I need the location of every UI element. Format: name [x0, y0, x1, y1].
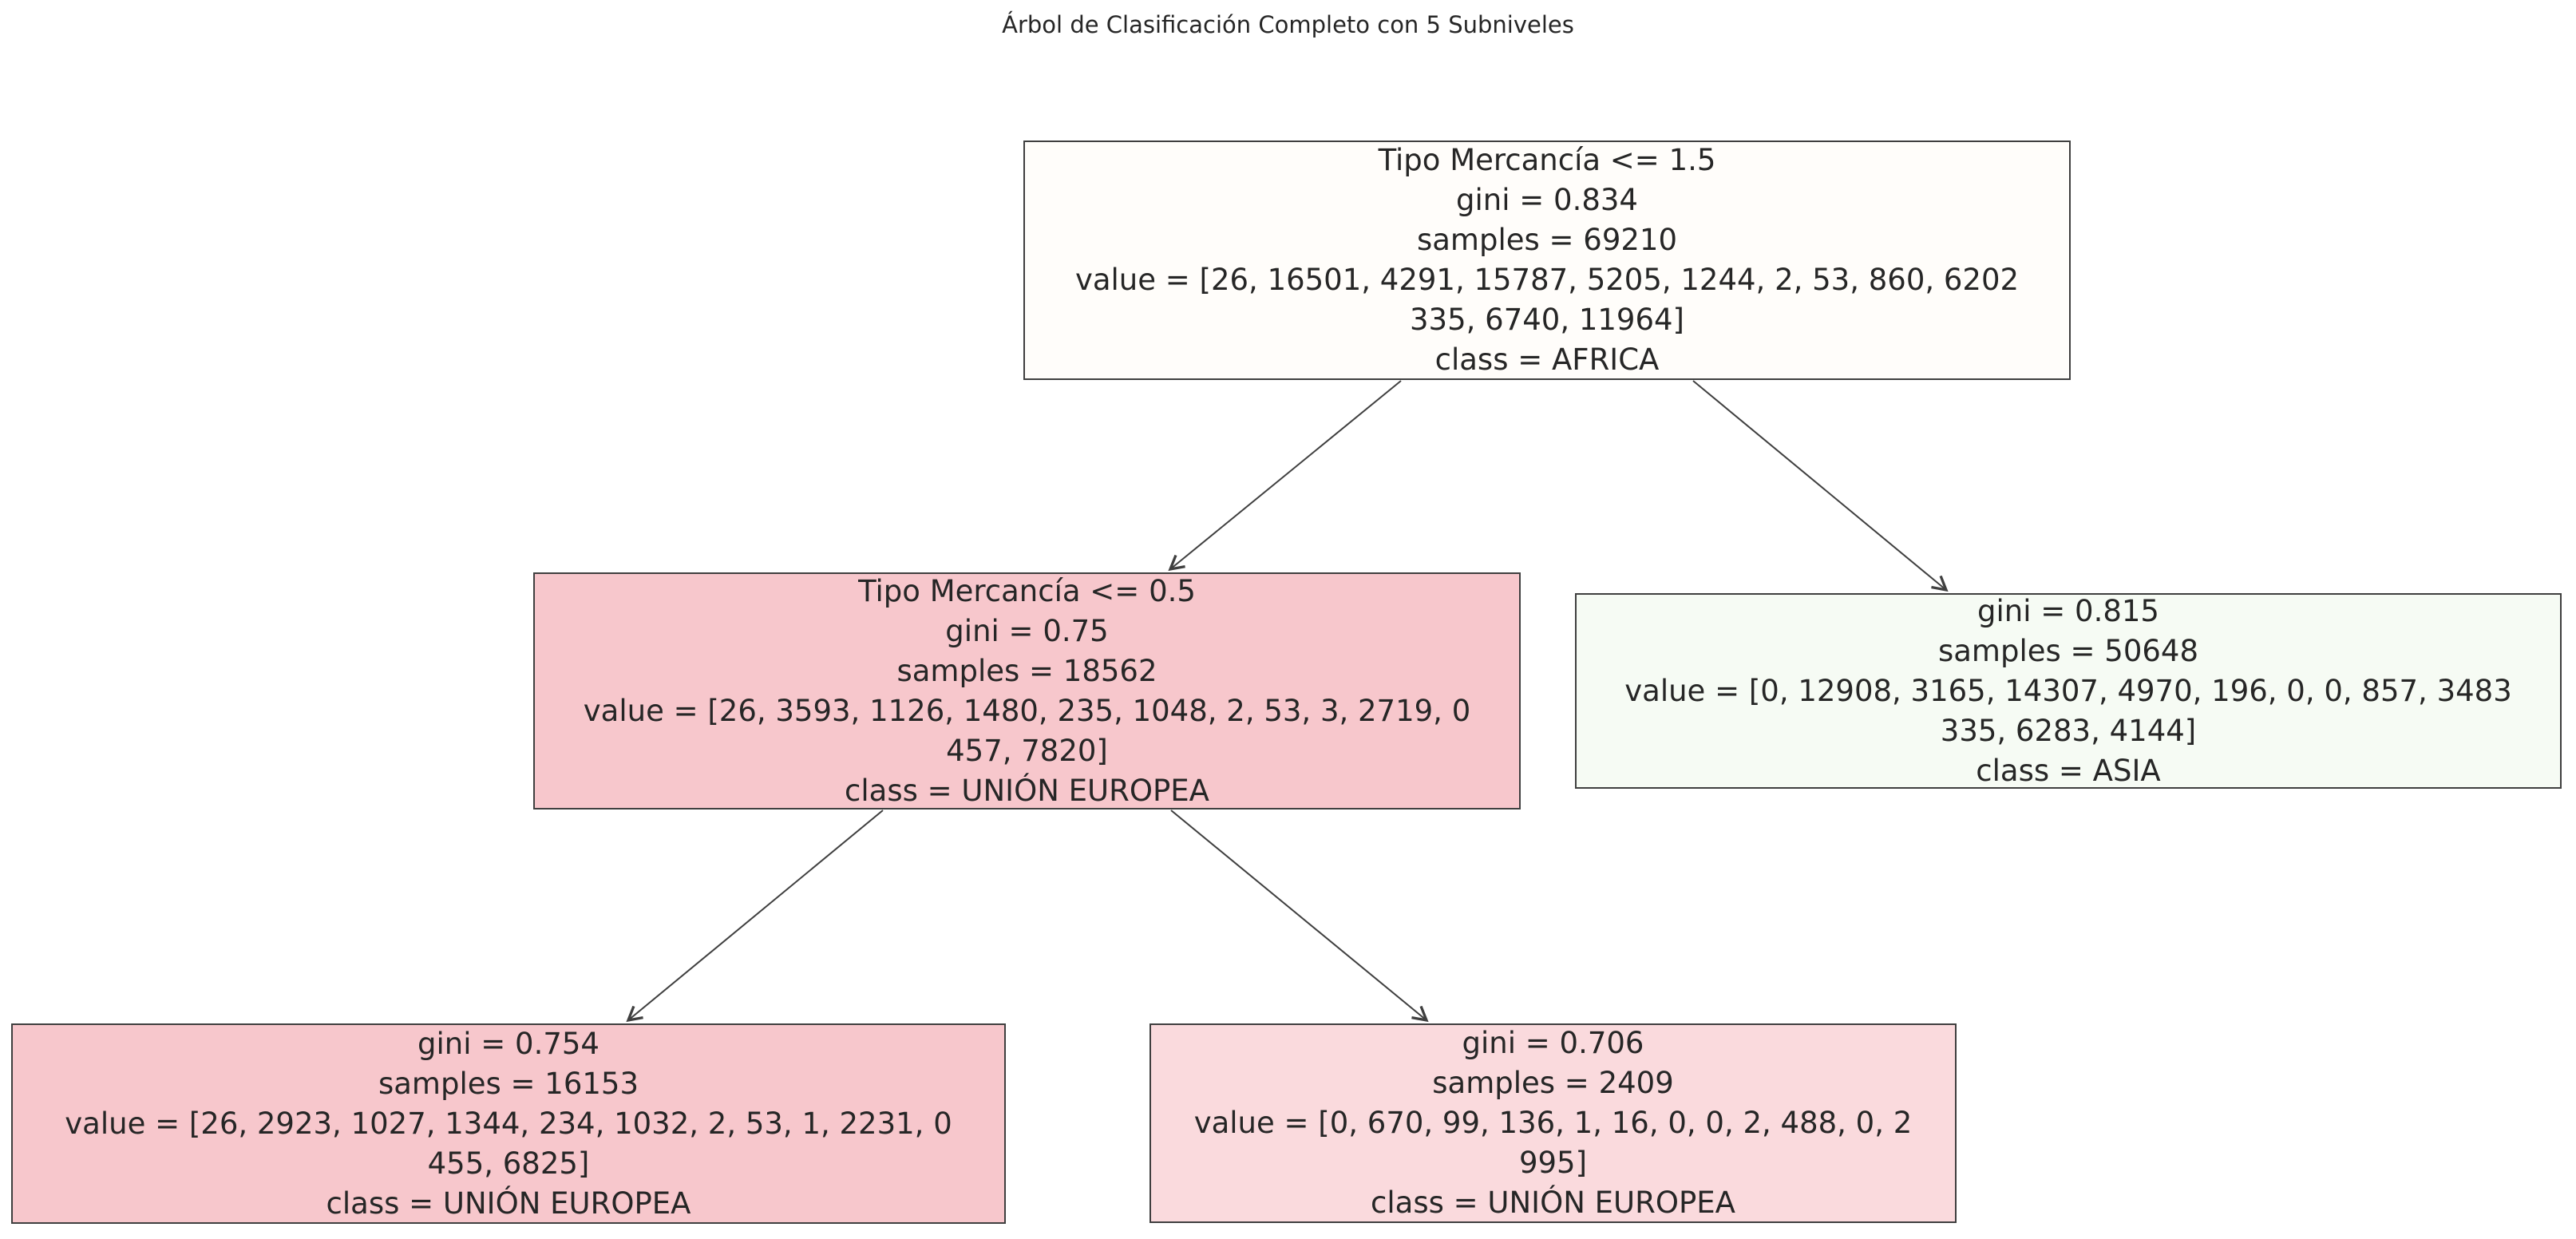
node-class: class = UNIÓN EUROPEA: [845, 773, 1209, 808]
node-samples: samples = 16153: [378, 1066, 639, 1101]
edge-root-to-right: [1692, 380, 1949, 592]
tree-node-root: Tipo Mercancía <= 1.5 gini = 0.834 sampl…: [1023, 141, 2071, 380]
tree-node-left-right-leaf: gini = 0.706 samples = 2409 value = [0, …: [1150, 1023, 1957, 1223]
node-gini: gini = 0.754: [417, 1026, 599, 1061]
node-class: class = UNIÓN EUROPEA: [1371, 1186, 1735, 1220]
node-value-line-1: value = [26, 16501, 4291, 15787, 5205, 1…: [1074, 263, 2020, 297]
edge-root-to-left: [1168, 380, 1402, 572]
node-split-condition: Tipo Mercancía <= 0.5: [858, 573, 1196, 608]
node-samples: samples = 2409: [1432, 1066, 1674, 1100]
node-samples: samples = 69210: [1416, 223, 1678, 257]
node-class: class = ASIA: [1976, 753, 2161, 788]
edge-left-to-left-left: [626, 810, 884, 1023]
tree-node-left-child: Tipo Mercancía <= 0.5 gini = 0.75 sample…: [533, 572, 1521, 810]
node-value-line-1: value = [0, 12908, 3165, 14307, 4970, 19…: [1624, 673, 2512, 708]
node-samples: samples = 50648: [1937, 633, 2199, 668]
figure-title: Árbol de Clasificación Completo con 5 Su…: [1002, 11, 1574, 38]
node-value-line-1: value = [26, 2923, 1027, 1344, 234, 1032…: [65, 1106, 952, 1141]
node-gini: gini = 0.834: [1456, 183, 1638, 217]
node-value-line-2: 995]: [1518, 1146, 1588, 1180]
node-value-line-2: 335, 6283, 4144]: [1940, 713, 2197, 748]
node-value-line-2: 457, 7820]: [946, 733, 1108, 768]
node-value-line-2: 335, 6740, 11964]: [1410, 303, 1684, 337]
node-value-line-1: value = [26, 3593, 1126, 1480, 235, 1048…: [583, 693, 1471, 728]
node-samples: samples = 18562: [896, 653, 1157, 688]
node-gini: gini = 0.75: [945, 613, 1109, 648]
node-class: class = UNIÓN EUROPEA: [326, 1186, 691, 1221]
node-value-line-1: value = [0, 670, 99, 136, 1, 16, 0, 0, 2…: [1193, 1106, 1913, 1140]
edge-left-to-left-right: [1170, 810, 1429, 1023]
tree-node-right-child: gini = 0.815 samples = 50648 value = [0,…: [1575, 593, 2562, 789]
tree-node-left-left-leaf: gini = 0.754 samples = 16153 value = [26…: [11, 1023, 1006, 1224]
node-value-line-2: 455, 6825]: [427, 1146, 590, 1181]
node-split-condition: Tipo Mercancía <= 1.5: [1378, 143, 1716, 177]
node-gini: gini = 0.815: [1977, 593, 2159, 628]
node-class: class = AFRICA: [1434, 342, 1660, 377]
node-gini: gini = 0.706: [1462, 1026, 1644, 1060]
